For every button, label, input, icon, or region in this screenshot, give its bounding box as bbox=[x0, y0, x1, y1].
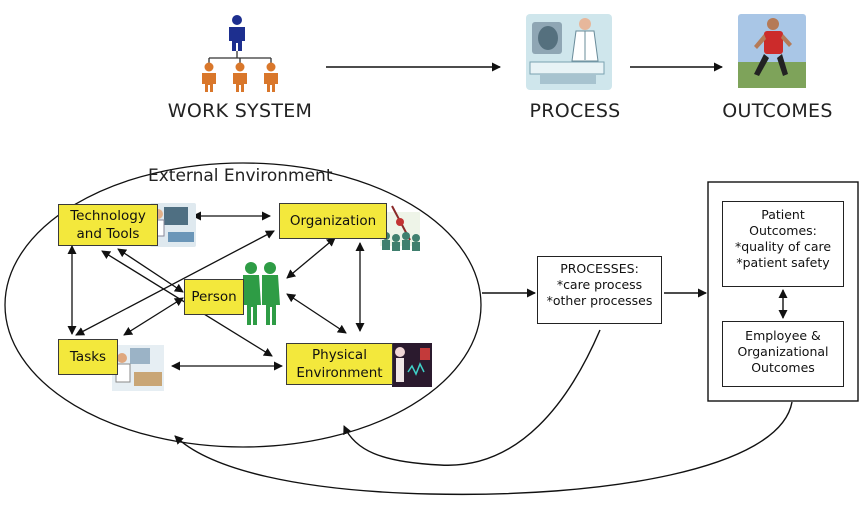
processes-item-care: *care process bbox=[556, 277, 643, 292]
person-clipart-icon bbox=[243, 262, 280, 325]
processes-title: PROCESSES: bbox=[560, 261, 639, 276]
work-system-org-chart-icon bbox=[202, 15, 278, 92]
outcomes-outer-box bbox=[707, 181, 859, 402]
technology-tools-line-1: Technology bbox=[70, 208, 146, 224]
physical-environment-line-1: Physical bbox=[312, 347, 367, 363]
patient-outcomes-safety: *patient safety bbox=[736, 255, 830, 270]
patient-outcomes-line-1: Patient bbox=[761, 207, 805, 222]
tasks-box: Tasks bbox=[58, 339, 118, 375]
component-interaction-arrows bbox=[67, 211, 365, 371]
technology-tools-box: Technology and Tools bbox=[58, 204, 158, 246]
employee-outcomes-line-2: Organizational bbox=[737, 344, 829, 359]
processes-box: PROCESSES: *care process *other processe… bbox=[537, 256, 662, 324]
patient-outcomes-line-2: Outcomes: bbox=[749, 223, 817, 238]
process-clipart-icon bbox=[526, 14, 612, 90]
physical-environment-line-2: Environment bbox=[296, 365, 383, 381]
person-box: Person bbox=[184, 279, 244, 315]
employee-outcomes-line-1: Employee & bbox=[745, 328, 821, 343]
runner-outcomes-icon bbox=[738, 14, 806, 88]
employee-outcomes-box: Employee & Organizational Outcomes bbox=[722, 321, 844, 387]
work-system-label: WORK SYSTEM bbox=[167, 100, 313, 122]
physical-environment-box: Physical Environment bbox=[286, 343, 393, 385]
physical-environment-clipart-icon bbox=[392, 343, 432, 387]
patient-outcomes-quality: *quality of care bbox=[734, 239, 832, 254]
external-environment-ellipse bbox=[4, 162, 482, 448]
outcomes-label: OUTCOMES bbox=[722, 100, 833, 122]
external-environment-label: External Environment bbox=[148, 166, 333, 186]
processes-item-other: *other processes bbox=[546, 293, 653, 308]
feedback-outcomes-to-worksystem bbox=[174, 401, 793, 496]
feedback-processes-to-worksystem bbox=[343, 329, 601, 466]
process-label: PROCESS bbox=[529, 100, 621, 122]
technology-tools-line-2: and Tools bbox=[76, 226, 140, 242]
technology-clipart-icon bbox=[150, 203, 196, 247]
patient-outcomes-box: Patient Outcomes: *quality of care *pati… bbox=[722, 201, 844, 287]
tasks-clipart-icon bbox=[112, 345, 164, 391]
organization-box: Organization bbox=[279, 203, 387, 239]
employee-outcomes-line-3: Outcomes bbox=[751, 360, 815, 375]
